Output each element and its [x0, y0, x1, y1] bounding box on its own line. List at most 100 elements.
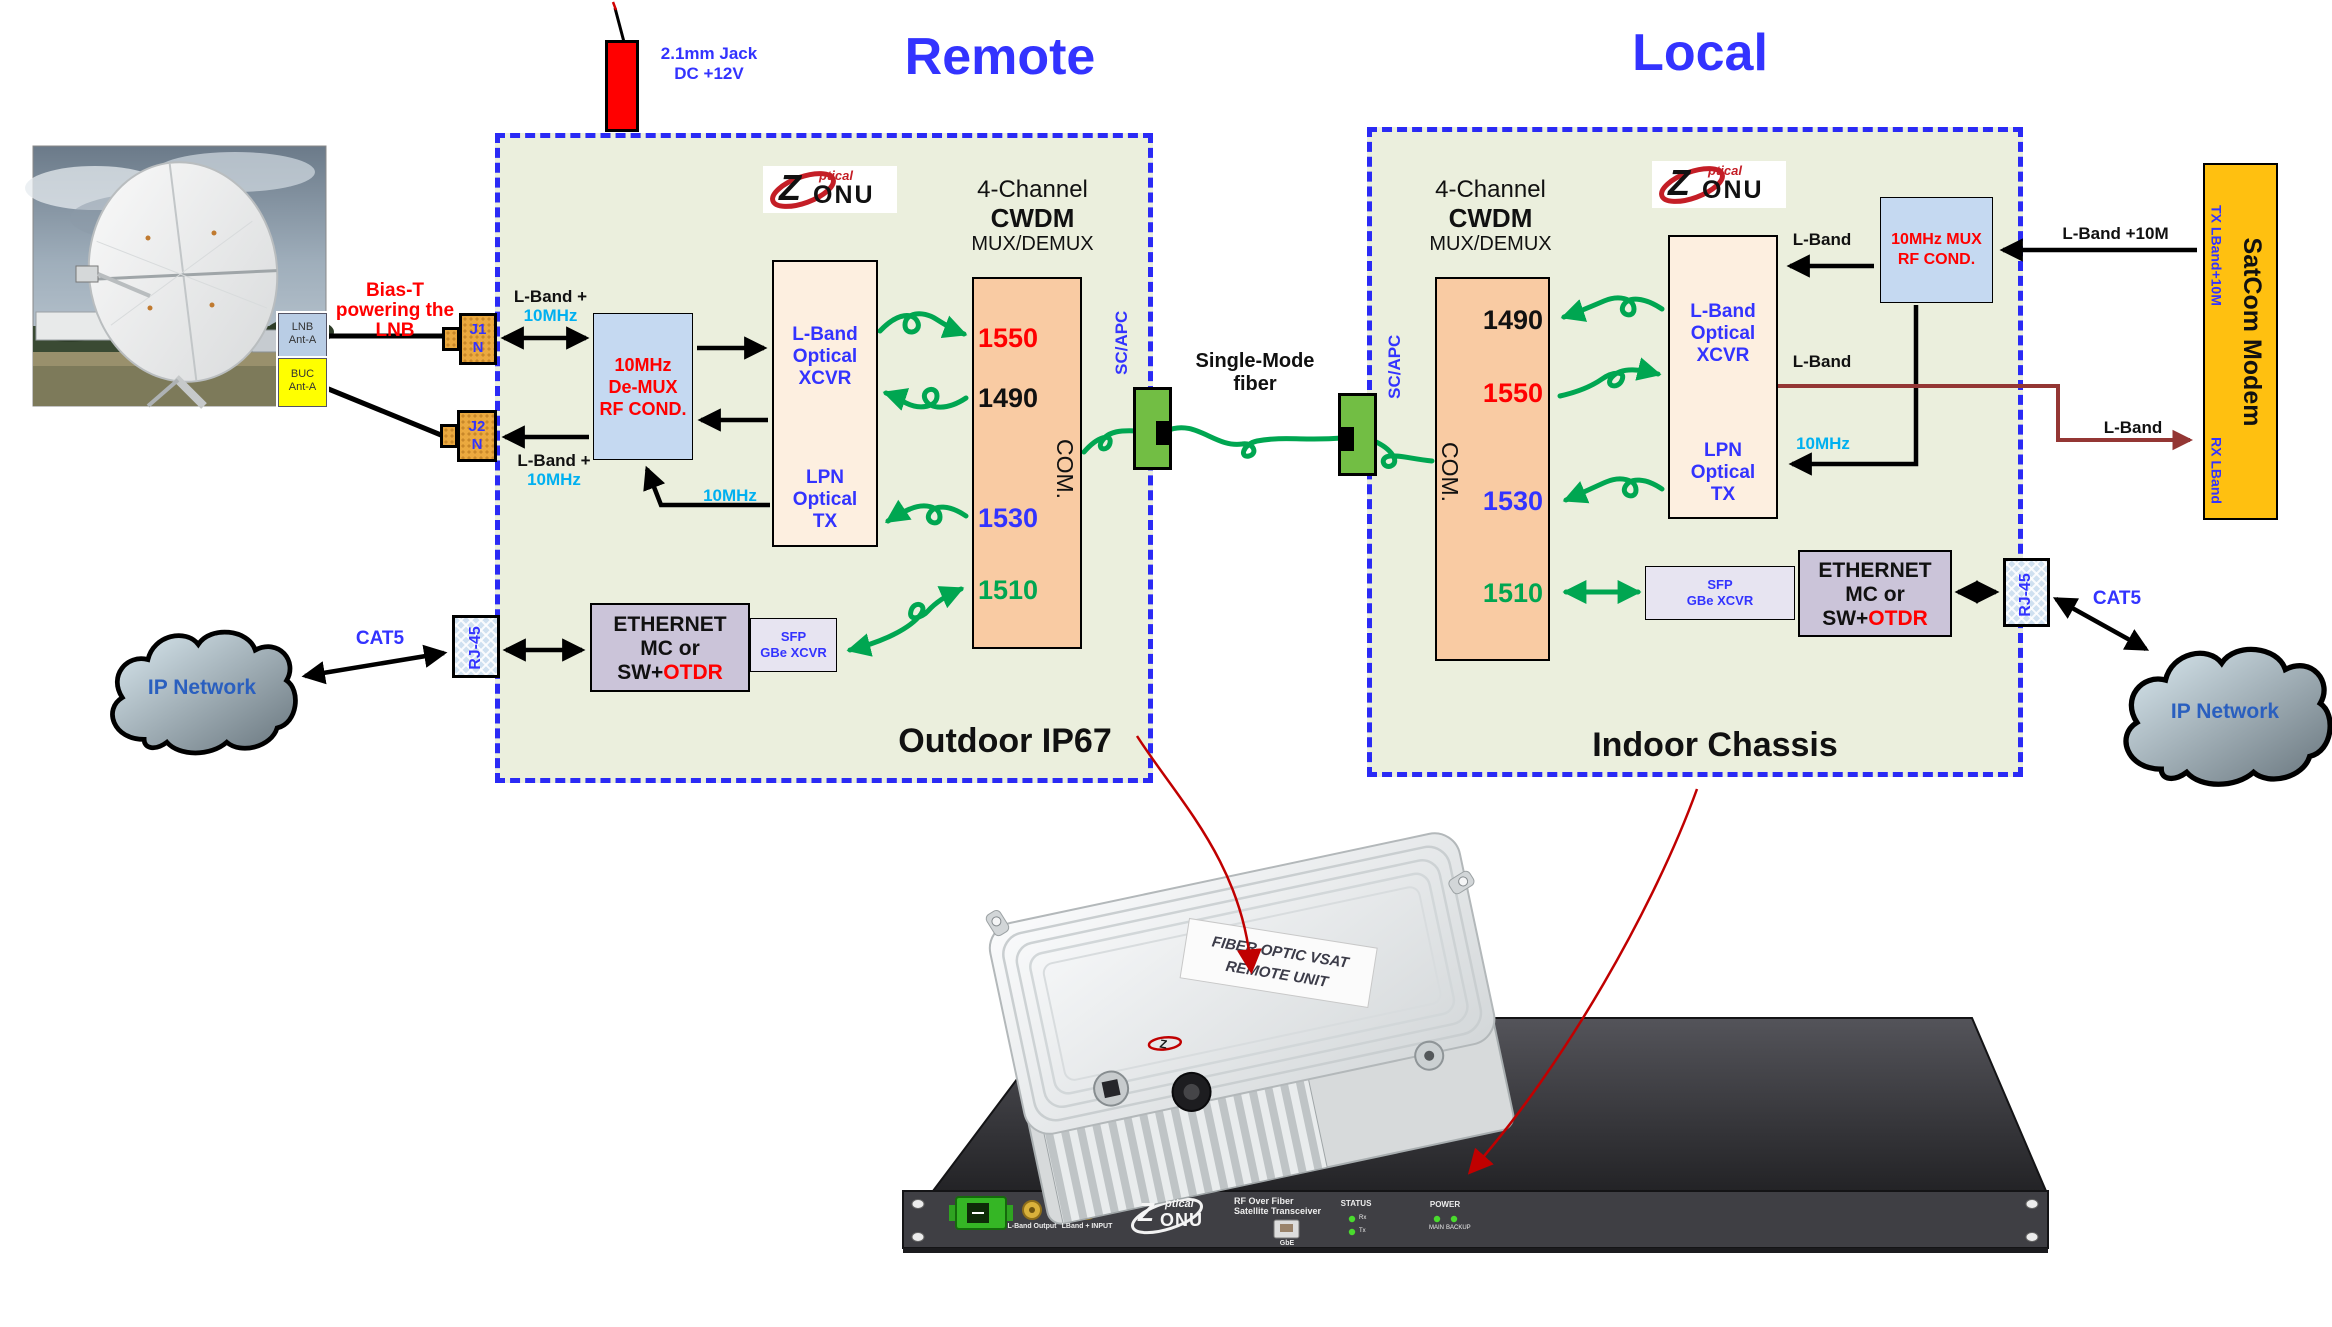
demux-line2: De-MUX — [608, 377, 678, 397]
xcvr-line1: L-Band — [792, 324, 858, 345]
local-lband-top-label: L-Band — [1792, 230, 1852, 249]
remote-xcvr-text: L-Band Optical XCVR — [774, 324, 876, 390]
buc-line2: Ant-A — [288, 381, 317, 393]
zonu-onu: ONU — [813, 181, 875, 209]
panel-lband-in-label: LBand + INPUT — [1061, 1223, 1113, 1230]
j2-line2: N — [471, 436, 483, 453]
j2-connector: J2 N — [457, 410, 497, 462]
cwdm-title-line3: MUX/DEMUX — [1429, 233, 1552, 256]
mux-line2: RF COND. — [1897, 251, 1976, 268]
cwdm-title-line2: CWDM — [1448, 202, 1533, 233]
panel-status-label: STATUS — [1340, 1199, 1372, 1208]
indoor-chassis-label: Indoor Chassis — [1592, 726, 1838, 764]
eth-line3: SW+OTDR — [1800, 607, 1950, 631]
remote-wl-1550: 1550 — [978, 323, 1039, 353]
xcvr-line3: XCVR — [1696, 345, 1750, 366]
lpn-line1: LPN — [806, 467, 844, 488]
satcom-modem-block — [2203, 163, 2278, 520]
lpn-line2: Optical — [1690, 462, 1756, 483]
single-mode-label: Single-Mode fiber — [1160, 350, 1350, 396]
panel-title-line1: RF Over Fiber — [1234, 1196, 1294, 1206]
mux-line1: 10MHz MUX — [1891, 231, 1982, 248]
cat5-label-left: CAT5 — [355, 628, 405, 649]
j1-connector-tab — [442, 327, 460, 351]
remote-cwdm-block — [972, 277, 1082, 649]
zonu-onu: ONU — [1702, 176, 1764, 204]
remote-wl-1510: 1510 — [978, 575, 1039, 605]
buc-box: BUC Ant-A — [278, 358, 327, 407]
remote-lpn-text: LPN Optical TX — [774, 467, 876, 533]
remote-demux-block: 10MHz De-MUX RF COND. — [593, 313, 693, 460]
local-lband-mid-label: L-Band — [1792, 352, 1852, 371]
outdoor-ip67-label: Outdoor IP67 — [898, 722, 1112, 760]
panel-logo-ptical: ptical — [1165, 1198, 1194, 1210]
local-title: Local — [1632, 24, 1768, 82]
fiber-com-local — [1371, 438, 1435, 469]
line-lband-rx — [1778, 384, 2194, 451]
lband-rx-label: L-Band — [2103, 418, 2163, 437]
fiber-1510-remote — [846, 586, 965, 657]
cwdm-title-line1: 4-Channel — [1435, 176, 1546, 203]
panel-logo-z: Z — [1138, 1197, 1154, 1227]
eth-sw: SW+ — [617, 661, 664, 684]
local-sfp-text: SFP GBe XCVR — [1646, 577, 1794, 609]
dc-jack-label-line1: 2.1mm Jack — [660, 44, 758, 63]
annotation-arrow-outdoor — [1135, 735, 1262, 975]
eth-line1: ETHERNET — [1818, 559, 1932, 582]
local-wl-1490: 1490 — [1482, 305, 1543, 335]
fiber-span — [1163, 425, 1345, 459]
dc-jack-pin — [613, 7, 626, 43]
eth-sw: SW+ — [1822, 607, 1869, 630]
demux-line3: RF COND. — [599, 399, 687, 419]
xcvr-line1: L-Band — [1690, 301, 1756, 322]
unit-label-plate: FIBER OPTIC VSAT REMOTE UNIT — [1179, 917, 1378, 1009]
lband-line1: L-Band + — [513, 287, 588, 306]
panel-rx-label: Rx — [1359, 1215, 1367, 1221]
panel-gbe-label: GbE — [1279, 1240, 1295, 1247]
lnb-line2: Ant-A — [288, 334, 317, 346]
lnb-box: LNB Ant-A — [278, 313, 327, 359]
lpn-line3: TX — [1710, 484, 1736, 505]
unit-logo: Z — [1147, 1035, 1183, 1052]
remote-demux-text: 10MHz De-MUX RF COND. — [594, 354, 692, 420]
panel-sc-connector — [949, 1196, 1013, 1230]
local-mux-block: 10MHz MUX RF COND. — [1880, 197, 1993, 303]
cwdm-title-line3: MUX/DEMUX — [971, 233, 1094, 256]
xcvr-line3: XCVR — [798, 368, 852, 389]
bias-t-line1: Bias-T — [365, 280, 425, 301]
fiber-1550 — [877, 311, 968, 339]
remote-ethernet-text: ETHERNET MC or SW+OTDR — [592, 613, 748, 685]
eth-line2: MC or — [1845, 583, 1905, 606]
remote-cwdm-title: 4-Channel CWDM MUX/DEMUX — [930, 176, 1135, 256]
line-buc-j2 — [325, 385, 442, 438]
lband-plus10m-label: L-Band +10M — [2062, 224, 2169, 243]
fiber-1490-local — [1560, 295, 1665, 322]
xcvr-line2: Optical — [1690, 323, 1756, 344]
panel-logo-swoosh — [1131, 1197, 1203, 1235]
zonu-z: Z — [1668, 162, 1690, 203]
fiber-1530-local — [1562, 476, 1665, 504]
lnb-line1: LNB — [291, 321, 314, 333]
status-rx-led — [1348, 1215, 1356, 1223]
bias-t-label: Bias-T powering the LNB — [328, 281, 462, 341]
fiber-1530 — [885, 499, 969, 526]
lpn-line3: TX — [812, 511, 838, 532]
j2-connector-tab — [440, 424, 458, 448]
unit-logo-z: Z — [1159, 1037, 1168, 1052]
local-ethernet-text: ETHERNET MC or SW+OTDR — [1800, 559, 1950, 631]
local-xcvr-lpn-block: L-Band Optical XCVR LPN Optical TX — [1668, 235, 1778, 519]
lpn-line2: Optical — [792, 489, 858, 510]
panel-main-label: MAIN — [1429, 1225, 1444, 1231]
bias-t-line2: powering the — [335, 300, 455, 321]
panel-title-line2: Satellite Transceiver — [1234, 1206, 1322, 1216]
panel-backup-label: BACKUP — [1446, 1225, 1471, 1231]
lband-line2: 10MHz — [523, 306, 578, 325]
zonu-logo-remote: Z ptical ONU — [763, 166, 897, 213]
power-main-led — [1433, 1215, 1441, 1223]
dc-jack-icon — [605, 40, 639, 132]
scapc-label-local: SC/APC — [1385, 334, 1405, 399]
remote-wl-1490: 1490 — [978, 383, 1039, 413]
demux-line1: 10MHz — [614, 355, 672, 375]
remote-lband-label-1: L-Band + 10MHz — [498, 287, 603, 325]
remote-lband-label-2: L-Band + 10MHz — [500, 451, 608, 489]
